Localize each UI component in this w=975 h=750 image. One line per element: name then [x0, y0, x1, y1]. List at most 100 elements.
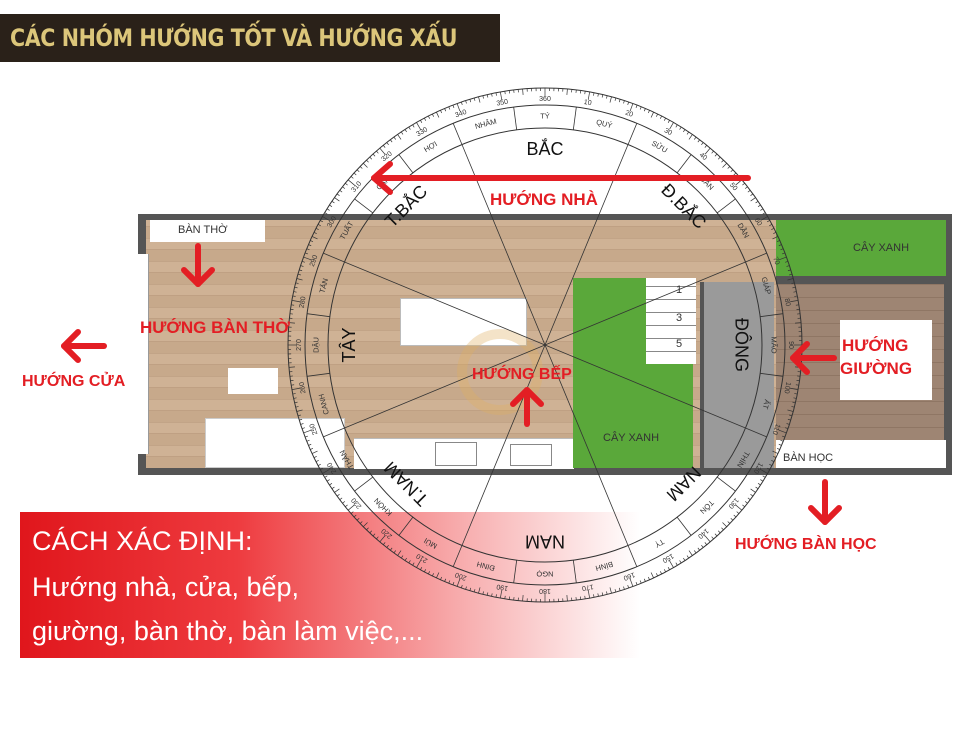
- degree-tick: [522, 88, 524, 95]
- degree-label: 90: [787, 341, 794, 349]
- degree-tick: [717, 530, 721, 534]
- degree-tick: [306, 439, 310, 442]
- degree-tick: [473, 589, 476, 593]
- degree-tick: [311, 450, 318, 454]
- degree-tick: [469, 587, 472, 591]
- degree-tick: [669, 122, 674, 130]
- degree-tick: [778, 429, 787, 434]
- degree-tick: [359, 166, 363, 169]
- degree-tick: [606, 95, 608, 99]
- degree-tick: [722, 522, 727, 527]
- degree-tick: [322, 469, 330, 474]
- degree-tick: [791, 282, 795, 284]
- degree-tick: [297, 414, 301, 417]
- degree-tick: [293, 291, 297, 293]
- degree-tick: [366, 527, 369, 531]
- degree-tick: [456, 578, 461, 587]
- degree-tick: [495, 92, 497, 96]
- sofa: [205, 418, 345, 468]
- degree-tick: [660, 571, 662, 575]
- degree-tick: [397, 134, 402, 140]
- degree-tick: [486, 592, 489, 596]
- degree-tick: [342, 501, 346, 504]
- door-direction-label: HƯỚNG CỬA: [22, 373, 126, 390]
- degree-tick: [791, 406, 795, 408]
- degree-tick: [313, 232, 317, 234]
- degree-tick: [311, 236, 318, 240]
- degree-tick: [566, 88, 568, 95]
- degree-tick: [300, 265, 304, 267]
- degree-tick: [675, 562, 678, 566]
- study-area: [776, 440, 946, 468]
- degree-tick: [733, 514, 737, 518]
- garden-top-right-label: CÂY XANH: [853, 242, 910, 254]
- degree-tick: [776, 447, 780, 450]
- degree-tick: [762, 212, 766, 215]
- degree-tick: [310, 447, 314, 450]
- mountain-divider: [716, 476, 736, 492]
- degree-tick: [587, 590, 590, 599]
- degree-tick: [785, 427, 789, 430]
- direction-label: T.NAM: [380, 458, 432, 510]
- degree-tick: [722, 163, 727, 168]
- degree-label: 80: [783, 298, 791, 307]
- degree-tick: [711, 536, 714, 540]
- sector-line: [544, 144, 629, 346]
- mountain-label: ẤT: [761, 398, 773, 410]
- degree-tick: [296, 278, 303, 281]
- mountain-divider: [760, 372, 783, 377]
- degree-tick: [336, 494, 340, 497]
- mountain-divider: [676, 516, 692, 536]
- degree-label: 270: [296, 339, 303, 351]
- degree-tick: [736, 176, 740, 179]
- mountain-label: CANH: [317, 393, 331, 416]
- logo-watermark: [457, 329, 543, 415]
- degree-tick: [301, 260, 305, 263]
- degree-tick: [295, 406, 299, 408]
- mountain-divider: [452, 123, 463, 145]
- degree-tick: [522, 595, 524, 602]
- degree-label: 200: [454, 571, 467, 582]
- degree-label: 230: [350, 496, 363, 510]
- degree-tick: [667, 566, 670, 570]
- degree-tick: [347, 504, 355, 511]
- degree-tick: [629, 103, 634, 112]
- degree-tick: [420, 566, 423, 570]
- degree-label: 340: [454, 109, 467, 120]
- degree-tick: [747, 497, 751, 500]
- degree-tick: [787, 269, 791, 272]
- mountain-divider: [627, 545, 638, 567]
- degree-tick: [347, 179, 355, 186]
- degree-tick: [486, 94, 489, 98]
- mountain-label: CÀN: [374, 174, 392, 192]
- degree-tick: [359, 521, 363, 524]
- degree-tick: [686, 555, 690, 559]
- degree-tick: [792, 286, 796, 289]
- degree-tick: [363, 163, 368, 168]
- degree-tick: [436, 111, 440, 118]
- degree-label: 250: [309, 422, 320, 435]
- degree-label: 40: [698, 152, 709, 162]
- degree-tick: [769, 224, 773, 227]
- garden-top-right: [776, 220, 946, 276]
- degree-tick: [306, 248, 310, 251]
- degree-tick: [629, 578, 634, 587]
- degree-tick: [795, 366, 802, 368]
- degree-tick: [299, 269, 303, 272]
- mountain-divider: [572, 560, 577, 583]
- degree-tick: [350, 176, 354, 179]
- degree-tick: [382, 542, 386, 545]
- direction-label: T.BẮC: [380, 180, 431, 231]
- degree-tick: [663, 117, 666, 121]
- mountain-divider: [572, 107, 577, 130]
- mountain-label: ĐINH: [476, 559, 496, 572]
- degree-tick: [609, 96, 612, 103]
- degree-tick: [714, 153, 718, 157]
- degree-label: 260: [299, 381, 308, 394]
- degree-label: 360: [539, 96, 551, 103]
- degree-tick: [778, 256, 787, 261]
- degree-tick: [408, 560, 411, 564]
- degree-tick: [308, 443, 312, 446]
- degree-tick: [324, 212, 328, 215]
- mountain-divider: [323, 427, 345, 438]
